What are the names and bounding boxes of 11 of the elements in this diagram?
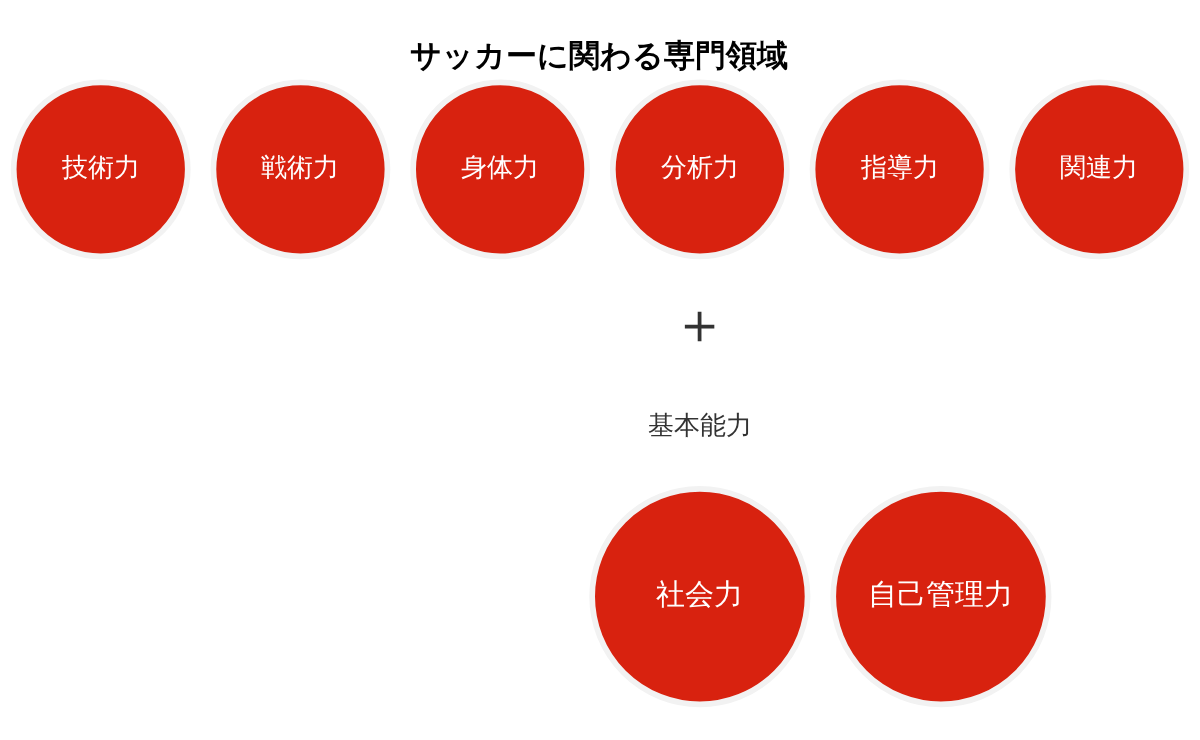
node-circle: 指導力 — [809, 79, 990, 259]
node-circle: 自己管理力 — [830, 485, 1052, 707]
node-circle: 分析力 — [610, 79, 790, 259]
node-circle: 戦術力 — [210, 79, 391, 259]
node-circle: 技術力 — [10, 79, 191, 259]
label: 基本能力 — [647, 409, 752, 440]
node-circle: 身体力 — [410, 79, 590, 259]
node-circle: 関連力 — [1009, 79, 1190, 259]
diagram-title: サッカーに関わる専門領域 — [410, 36, 789, 73]
node-circle: 社会力 — [589, 485, 811, 707]
label: ＋ — [671, 289, 729, 356]
